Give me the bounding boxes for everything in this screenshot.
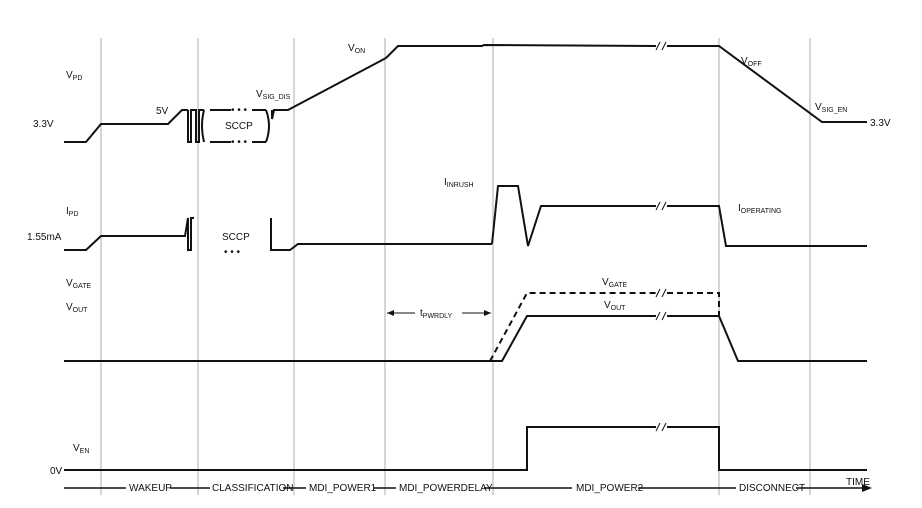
break-mark-ven (655, 422, 667, 432)
level-labels: 3.3V 3.3V 1.55mA 0V 5V (27, 106, 891, 477)
phase-mdi-power1: MDI_POWER1 (309, 483, 377, 494)
phase-disconnect: DISCONNECT (739, 483, 805, 494)
phase-classification: CLASSIFICATION (212, 483, 294, 494)
sccp-mid-label: SCCP (222, 232, 250, 243)
vgate-label: VGATE (66, 278, 92, 290)
vgate-trace (489, 292, 656, 362)
phase-brackets: WAKEUP CLASSIFICATION MDI_POWER1 MDI_POW… (104, 481, 807, 495)
time-axis-arrowhead (862, 484, 872, 492)
ipd-waveform (64, 185, 867, 251)
phase-wakeup: WAKEUP (129, 483, 172, 494)
ipd-label: IPD (66, 206, 79, 218)
break-mark-vgate (655, 288, 667, 298)
vsig-en-label: VSIG_EN (815, 102, 847, 114)
vout-label: VOUT (66, 302, 88, 314)
inrush-label: IINRUSH (444, 177, 474, 189)
vsig-dis-label: VSIG_DIS (256, 89, 291, 101)
signal-names: VPD IPD VGATE VOUT VEN (66, 70, 92, 455)
vout-trace-label: VOUT (604, 300, 626, 312)
ven-waveform (64, 422, 867, 471)
ven-label: VEN (73, 443, 89, 455)
vout-trace (493, 315, 656, 362)
sccp-top-dots-upper: • • • (231, 105, 248, 116)
sccp-mid-dots: • • • (224, 247, 241, 258)
vgate-vout-waveform (64, 288, 867, 362)
von-label: VON (348, 43, 365, 55)
sccp-top-dots-lower: • • • (231, 137, 248, 148)
operating-label: IOPERATING (738, 203, 782, 215)
tpwrdly-label: tPWRDLY (420, 308, 453, 320)
mdi-power2-label-bg (572, 481, 638, 495)
break-mark-vpd (655, 41, 667, 51)
disconnect-label-bg (736, 481, 796, 495)
phase-mdi-power2: MDI_POWER2 (576, 483, 644, 494)
tpwrdly-interval: tPWRDLY (387, 308, 491, 320)
time-label: TIME (846, 477, 870, 488)
vgate-trace-label: VGATE (602, 277, 628, 289)
level-1-55ma: 1.55mA (27, 232, 62, 243)
break-mark-vout (655, 311, 667, 321)
level-3v3-right: 3.3V (870, 118, 891, 129)
vpd-label: VPD (66, 70, 82, 82)
sccp-top-label: SCCP (225, 121, 253, 132)
level-3v3-left: 3.3V (33, 119, 54, 130)
vpd-waveform (64, 41, 867, 143)
mdi-powerdelay-label-bg (396, 481, 484, 495)
level-0v: 0V (50, 466, 63, 477)
mdi-power1-label-bg (306, 481, 374, 495)
phase-mdi-powerdelay: MDI_POWERDELAY (399, 483, 493, 494)
level-5v: 5V (156, 106, 169, 117)
voff-label: VOFF (741, 56, 762, 68)
wakeup-label-bg (126, 481, 170, 495)
break-mark-ipd (655, 201, 667, 211)
classification-label-bg (210, 481, 283, 495)
trace-annotations: VON VOFF VSIG_DIS VSIG_EN IINRUSH IOPERA… (222, 43, 847, 312)
